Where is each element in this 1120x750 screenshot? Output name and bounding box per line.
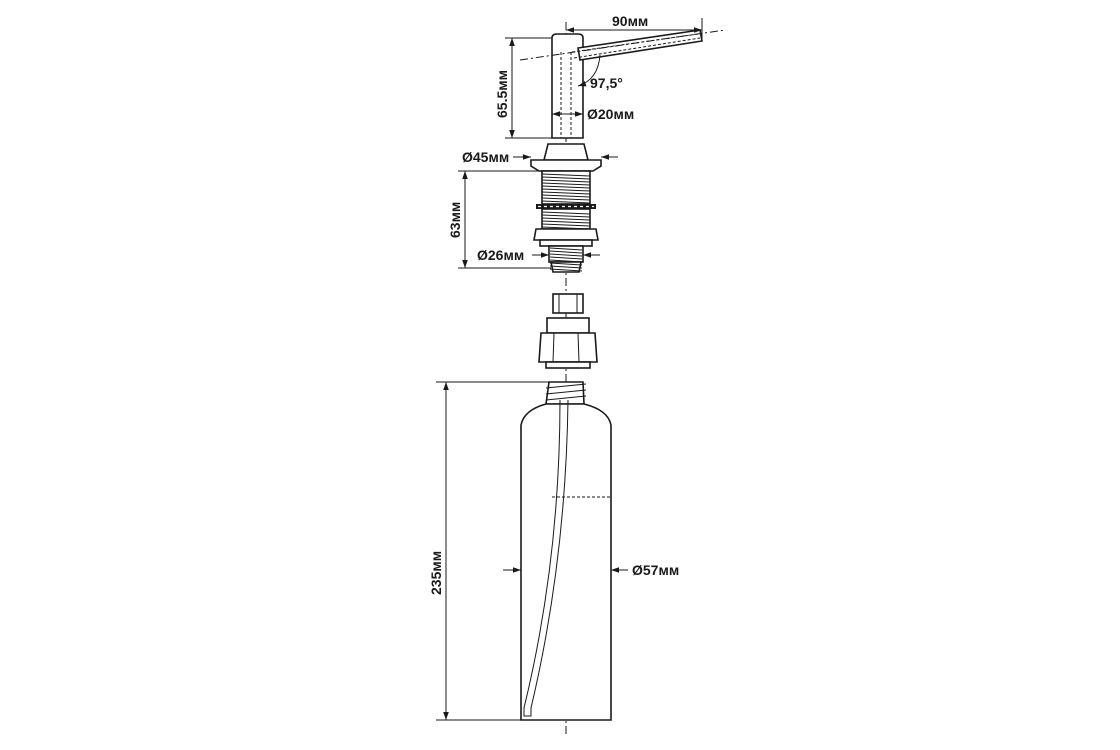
spout-arm bbox=[577, 29, 703, 61]
thread-line bbox=[549, 256, 583, 260]
washer bbox=[536, 204, 596, 209]
label-tube-diameter: Ø20мм bbox=[587, 106, 634, 122]
dimension-lines bbox=[436, 18, 703, 721]
label-spout-length: 90мм bbox=[612, 13, 648, 29]
cap-collar bbox=[546, 317, 590, 334]
thread-line bbox=[549, 268, 583, 272]
lock-nut bbox=[533, 228, 599, 241]
label-spout-angle: 97,5° bbox=[590, 75, 623, 91]
angle-arc bbox=[577, 54, 601, 87]
thread-line bbox=[541, 197, 591, 201]
thread-line bbox=[541, 185, 591, 189]
thread-line bbox=[541, 223, 591, 227]
thread-line bbox=[549, 253, 583, 257]
flange-top bbox=[542, 143, 590, 161]
threaded-shank-assembly bbox=[530, 143, 602, 273]
pipe-connector bbox=[552, 293, 584, 314]
neck-thread bbox=[545, 383, 587, 401]
thread-line bbox=[541, 188, 591, 192]
bottle bbox=[520, 381, 612, 721]
thread-line bbox=[541, 226, 591, 230]
thread-line bbox=[541, 217, 591, 221]
dimension-labels: 90мм 97,5° 65.5мм Ø20мм Ø45мм 63мм Ø26мм… bbox=[428, 13, 679, 595]
thread-line bbox=[541, 200, 591, 204]
spout-inner-channel bbox=[571, 33, 701, 59]
spout-axis bbox=[519, 29, 726, 61]
thread-line bbox=[541, 211, 591, 215]
cap-nut bbox=[538, 332, 598, 363]
label-threaded-length: 63мм bbox=[447, 202, 463, 238]
thread-line bbox=[549, 265, 583, 269]
thread-line bbox=[541, 176, 591, 180]
thread-lines bbox=[541, 173, 591, 272]
bottle-cap-assembly bbox=[538, 293, 598, 369]
cap-skirt bbox=[545, 361, 591, 369]
thread-line bbox=[541, 179, 591, 183]
thread-line bbox=[549, 259, 583, 263]
cap-nut-facet-1 bbox=[552, 332, 555, 363]
label-bottle-height: 235мм bbox=[428, 551, 444, 595]
label-bottle-diameter: Ø57мм bbox=[632, 562, 679, 578]
suction-tube bbox=[523, 399, 569, 717]
thread-line bbox=[541, 194, 591, 198]
thread-line bbox=[549, 247, 583, 251]
bottle-body bbox=[520, 403, 612, 721]
thread-line bbox=[541, 214, 591, 218]
thread-line bbox=[541, 191, 591, 195]
label-spout-height: 65.5мм bbox=[494, 70, 510, 118]
thread-line bbox=[541, 220, 591, 224]
cap-nut-facet-2 bbox=[577, 332, 580, 363]
thread-line bbox=[541, 173, 591, 177]
flange-rim bbox=[530, 159, 602, 172]
label-flange-diameter: Ø45мм bbox=[462, 149, 509, 165]
thread-line bbox=[541, 182, 591, 186]
nut-base bbox=[539, 239, 593, 247]
label-thread-diameter: Ø26мм bbox=[477, 247, 524, 263]
thread-line bbox=[549, 250, 583, 254]
thread-line bbox=[549, 262, 583, 266]
